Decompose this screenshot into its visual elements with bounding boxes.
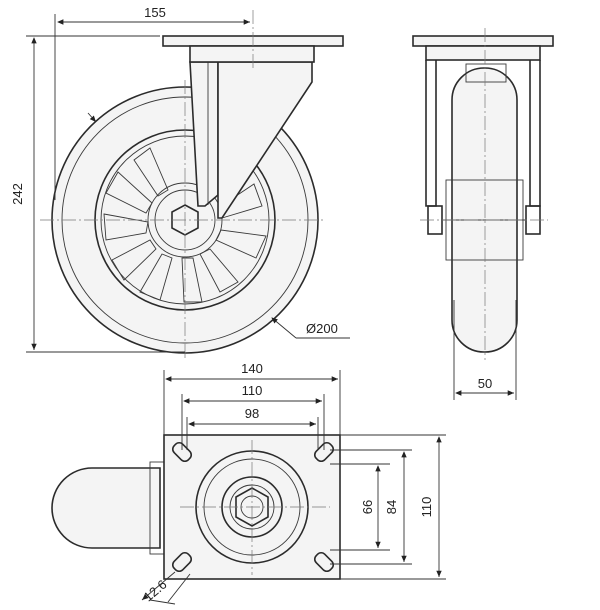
dim-98-label: 98: [245, 406, 259, 421]
top-wheel: [51, 467, 161, 549]
dim-110-label: 110: [242, 383, 263, 398]
dim-110-vertical-label: 110: [419, 497, 434, 518]
slot-bottom-left: [171, 551, 193, 573]
front-swivel-bearing: [189, 45, 315, 63]
side-wheel: [451, 67, 518, 353]
top-hex: [235, 487, 269, 527]
dim-66-label: 66: [360, 500, 375, 514]
side-top-plate: [412, 35, 554, 47]
slot-top-right: [313, 441, 335, 463]
slot-top-left: [171, 441, 193, 463]
side-fork-left: [425, 60, 437, 207]
side-bearing: [425, 45, 541, 61]
diameter-label: Ø200: [306, 321, 338, 336]
top-view: 140 110 98 66 84 110 12.6: [51, 361, 446, 605]
side-fork-right: [529, 60, 541, 207]
dim-84-label: 84: [384, 500, 399, 514]
dim-140-label: 140: [241, 361, 263, 376]
dim-242-label: 242: [10, 183, 25, 205]
slot-bottom-right: [313, 551, 335, 573]
front-view: 155 242 Ø200: [10, 5, 350, 360]
dim-50-label: 50: [478, 376, 492, 391]
dim-155-label: 155: [144, 5, 166, 20]
side-view: 50: [412, 28, 554, 400]
